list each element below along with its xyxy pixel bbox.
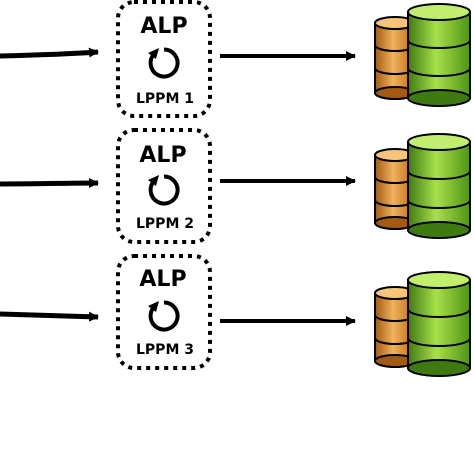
database-stack-icon [374, 271, 471, 377]
refresh-icon [148, 47, 180, 79]
alp-box: ALP LPPM 3 [116, 254, 212, 370]
pipeline-row-1: ALP LPPM 1 [0, 0, 471, 118]
database-stack-icon [374, 133, 471, 239]
alp-title: ALP [139, 267, 186, 292]
alp-box: ALP LPPM 2 [116, 128, 212, 244]
alp-title: ALP [140, 14, 187, 39]
lppm-label: LPPM 2 [136, 216, 194, 232]
refresh-icon [148, 300, 180, 332]
green-database [407, 133, 471, 239]
green-database [407, 3, 471, 107]
database-stack-icon [374, 3, 471, 107]
pipeline-row-2: ALP LPPM 2 [0, 128, 471, 244]
input-arrow [0, 178, 99, 189]
lppm-label: LPPM 1 [136, 91, 194, 107]
lppm-label: LPPM 3 [136, 342, 194, 358]
alp-box: ALP LPPM 1 [116, 0, 212, 118]
pipeline-row-3: ALP LPPM 3 [0, 254, 471, 377]
input-arrow [0, 311, 99, 322]
green-database [407, 271, 471, 377]
alp-title: ALP [139, 143, 186, 168]
refresh-icon [148, 174, 180, 206]
input-arrow [0, 47, 99, 59]
